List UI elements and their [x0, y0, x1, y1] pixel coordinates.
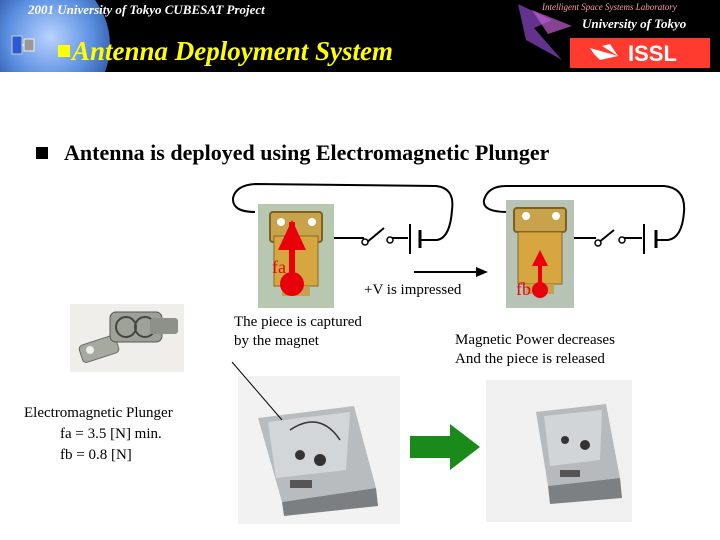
released-text: Magnetic Power decreases And the piece i… — [455, 332, 615, 367]
page-title-text: Antenna Deployment System — [72, 36, 394, 66]
satellite-photo-right — [486, 380, 632, 522]
main-heading: Antenna is deployed using Electromagneti… — [36, 140, 549, 166]
bullet-square — [36, 146, 48, 159]
university-name: University of Tokyo — [582, 16, 687, 31]
plunger-fa: fa = 3.5 [N] min. — [60, 426, 162, 442]
page-title: Antenna Deployment System — [58, 36, 393, 67]
project-caption: 2001 University of Tokyo CUBESAT Project — [28, 2, 265, 17]
satellite-icon — [11, 35, 35, 55]
issl-text: ISSL — [628, 41, 677, 66]
plane-icon — [590, 44, 618, 60]
arrow-label: +V is impressed — [364, 282, 462, 298]
plunger-fb: fb = 0.8 [N] — [60, 447, 132, 463]
transition-arrow-head — [476, 267, 488, 277]
switch-contact — [594, 239, 602, 247]
plunger-parts-photo — [70, 304, 184, 372]
callout-line — [231, 361, 283, 421]
satellite-photo-left — [238, 376, 400, 524]
plunger-photo-left — [258, 204, 334, 308]
plunger-name: Electromagnetic Plunger — [24, 405, 173, 421]
switch-contact — [386, 236, 394, 244]
captured-text: The piece is captured by the magnet — [234, 314, 362, 349]
lab-name: Intelligent Space Systems Laboratory — [542, 2, 677, 12]
title-bullet — [58, 44, 70, 57]
plunger-photo-right — [506, 200, 574, 308]
switch-contact — [361, 238, 369, 246]
force-b-label: fb — [516, 279, 531, 299]
green-arrow — [410, 424, 480, 470]
issl-bar — [570, 38, 710, 68]
force-a-label: fa — [272, 257, 286, 277]
switch-contact — [618, 236, 626, 244]
main-heading-text: Antenna is deployed using Electromagneti… — [64, 140, 550, 165]
header-banner: 2001 University of Tokyo CUBESAT Project… — [0, 0, 720, 72]
